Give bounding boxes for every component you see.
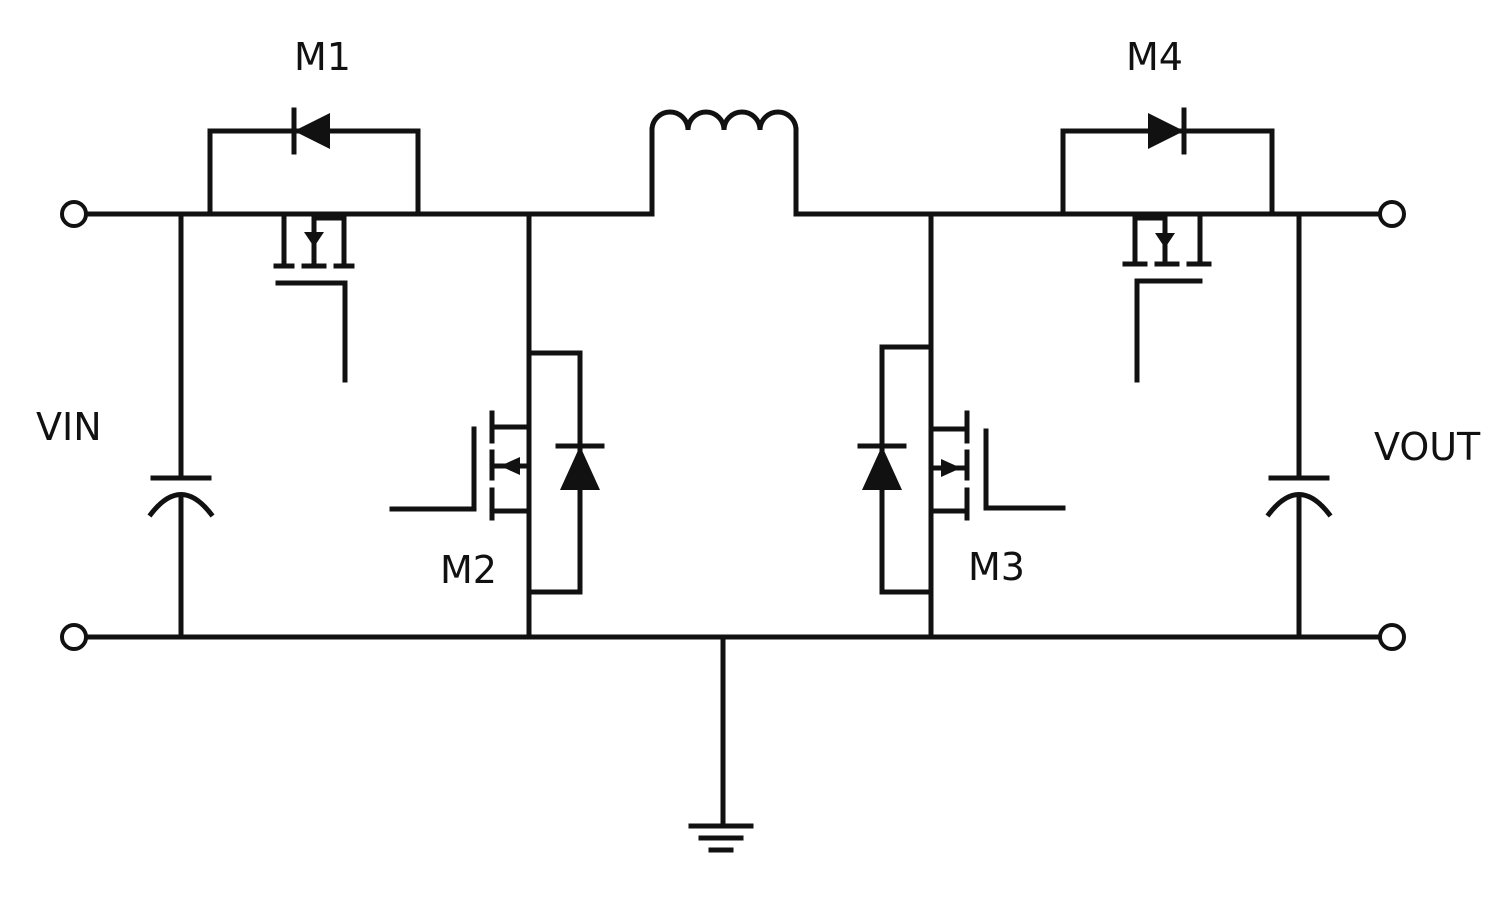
vout-negative-terminal: [1378, 623, 1406, 651]
label-vout: VOUT: [1374, 425, 1481, 469]
label-m2: M2: [440, 548, 497, 592]
mosfet-m1: [207, 107, 421, 383]
mosfet-m2: [389, 211, 605, 640]
output-capacitor: [1265, 211, 1333, 640]
vin-negative-terminal: [60, 623, 88, 651]
inductor: [649, 109, 799, 217]
label-vin: VIN: [36, 405, 102, 449]
ground-symbol: [688, 634, 754, 853]
label-m3: M3: [968, 545, 1025, 589]
mosfet-m3: [857, 211, 1066, 640]
vin-positive-terminal: [60, 200, 88, 228]
mosfet-m4: [1060, 107, 1275, 383]
m2-body-diode: [560, 446, 600, 490]
label-m1: M1: [294, 35, 351, 79]
m3-body-diode: [862, 446, 902, 490]
m4-body-diode: [1148, 113, 1184, 149]
label-m4: M4: [1126, 35, 1183, 79]
m1-body-diode: [294, 113, 330, 149]
vout-positive-terminal: [1378, 200, 1406, 228]
input-capacitor: [147, 211, 215, 640]
